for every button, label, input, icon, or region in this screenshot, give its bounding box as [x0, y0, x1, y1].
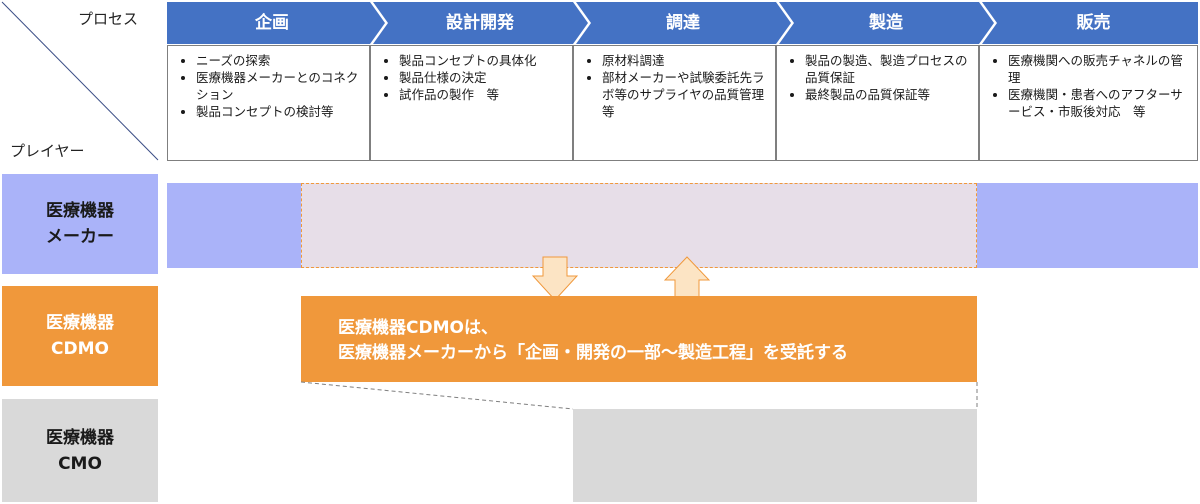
maker-band-sales: [977, 183, 1198, 268]
player-name-line: 医療機器: [46, 313, 114, 333]
bullet-item: 医療機関への販売チャネルの管理: [1008, 52, 1193, 86]
phase-arrow-sales: [982, 2, 1198, 44]
player-name-line: CMO: [58, 453, 102, 474]
phase-label-manufacturing: 製造: [869, 13, 903, 33]
player-label-cmo: 医療機器 CMO: [2, 399, 158, 502]
player-name-line: 医療機器: [46, 427, 114, 448]
cdmo-message-line: 医療機器メーカーから「企画・開発の一部～製造工程」を受託する: [338, 343, 848, 363]
player-label-cdmo: 医療機器 CDMO: [2, 286, 158, 386]
bullet-item: 最終製品の品質保証等: [805, 86, 974, 103]
cdmo-message-line: 医療機器CDMOは、: [338, 318, 498, 338]
phase-description-planning: ニーズの探索 医療機器メーカーとのコネクション 製品コンセプトの検討等: [167, 45, 370, 161]
bullet-item: 部材メーカーや試験委託先ラボ等のサプライヤの品質管理 等: [602, 69, 777, 120]
maker-outsourced-range: [301, 183, 977, 268]
phase-arrow-design: [373, 2, 588, 44]
phase-description-design: 製品コンセプトの具体化 製品仕様の決定 試作品の製作 等: [370, 45, 573, 161]
phase-label-design: 設計開発: [446, 13, 514, 33]
bullet-item: 製品コンセプトの検討等: [196, 103, 365, 120]
bullet-item: 試作品の製作 等: [399, 86, 568, 103]
bullet-item: 製品コンセプトの具体化: [399, 52, 568, 69]
process-phase-arrows: [167, 2, 1198, 44]
down-arrow-icon: [532, 256, 578, 301]
phase-arrow-manufacturing: [779, 2, 994, 44]
process-axis-label: プロセス: [78, 10, 139, 28]
phase-description-sales: 医療機関への販売チャネルの管理 医療機関・患者へのアフターサービス・市販後対応 …: [979, 45, 1198, 161]
bullet-item: 製品仕様の決定: [399, 69, 568, 86]
player-name-line: CDMO: [51, 339, 109, 359]
phase-label-planning: 企画: [255, 13, 289, 33]
phase-label-sales: 販売: [1076, 13, 1111, 33]
maker-band-planning: [167, 183, 301, 268]
phase-arrow-planning: [167, 2, 385, 44]
player-name-line: 医療機器: [46, 201, 114, 221]
header-diagonal-divider: [1, 1, 159, 161]
bullet-item: 原材料調達: [602, 52, 771, 69]
phase-description-manufacturing: 製品の製造、製造プロセスの品質保証 最終製品の品質保証等: [776, 45, 979, 161]
player-name-line: メーカー: [46, 227, 114, 247]
player-label-maker: 医療機器 メーカー: [2, 174, 158, 274]
bullet-item: 製品の製造、製造プロセスの品質保証: [805, 52, 974, 86]
bullet-item: ニーズの探索: [196, 52, 365, 69]
cdmo-scope-band: 医療機器CDMOは、 医療機器メーカーから「企画・開発の一部～製造工程」を受託す…: [301, 296, 977, 382]
player-axis-label: プレイヤー: [10, 142, 85, 160]
bullet-item: 医療機関・患者へのアフターサービス・市販後対応 等: [1008, 86, 1193, 120]
cmo-scope-band: [573, 409, 977, 502]
phase-arrow-procurement: [576, 2, 791, 44]
bullet-item: 医療機器メーカーとのコネクション: [196, 69, 365, 103]
phase-description-procurement: 原材料調達 部材メーカーや試験委託先ラボ等のサプライヤの品質管理 等: [573, 45, 777, 161]
phase-label-procurement: 調達: [666, 13, 700, 33]
